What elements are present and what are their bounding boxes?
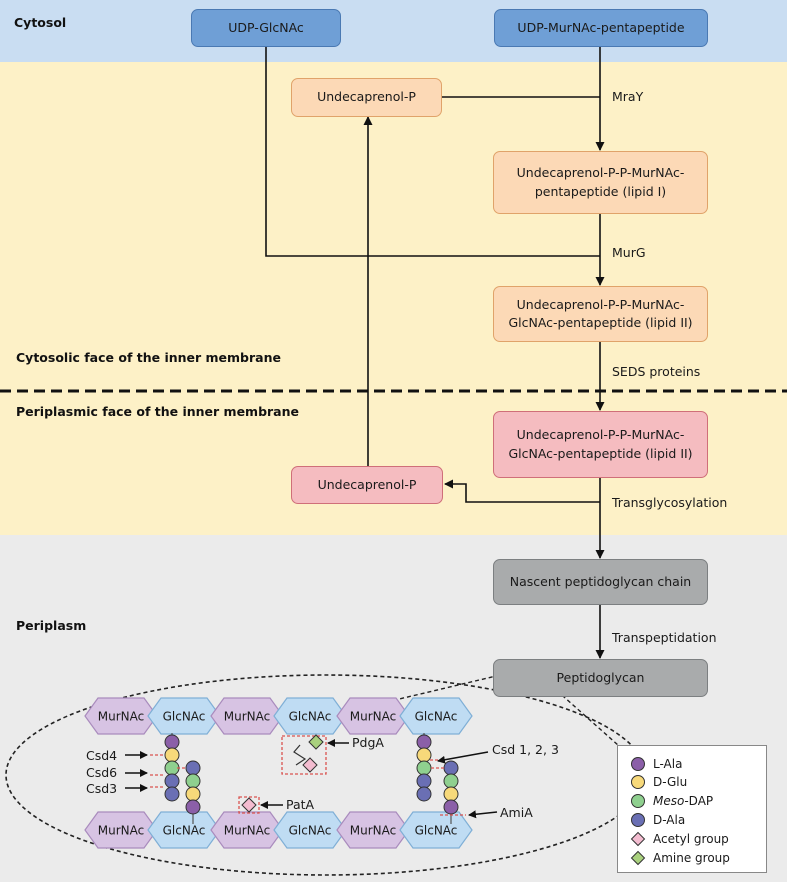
amino-acid-d-glu xyxy=(416,747,432,763)
node-undecaprenol-p-bottom: Undecaprenol-P xyxy=(291,466,443,504)
enzyme-label-csd3: Csd3 xyxy=(86,781,118,796)
amine-swatch-icon xyxy=(630,850,646,866)
amino-acid-d-glu xyxy=(164,747,180,763)
legend-label-d-glu: D-Glu xyxy=(653,775,688,789)
amino-acid-d-ala xyxy=(185,760,201,776)
glcnac-hexagon xyxy=(399,811,473,849)
sugar-label: MurNAc xyxy=(350,824,396,838)
glcnac-hexagon xyxy=(399,697,473,735)
region-label-cytosol: Cytosol xyxy=(14,15,67,30)
legend-item-l-ala: L-Ala xyxy=(630,755,682,773)
node-lipid-ii-cytosolic-line1: Undecaprenol-P-P-MurNAc- xyxy=(516,296,685,312)
region-label-cytosolic-face: Cytosolic face of the inner membrane xyxy=(16,350,281,365)
enzyme-label-amia: AmiA xyxy=(500,805,533,820)
amino-acid-meso-dap xyxy=(416,760,432,776)
legend: L-Ala D-Glu Meso-DAP D-Ala Acetyl group … xyxy=(617,745,767,873)
amino-acid-l-ala xyxy=(443,799,459,815)
node-undecaprenol-p-top: Undecaprenol-P xyxy=(291,78,442,117)
sugar-label: GlcNAc xyxy=(415,710,458,724)
d-ala-swatch-icon xyxy=(631,813,645,827)
node-udp-glcnac: UDP-GlcNAc xyxy=(191,9,341,47)
amino-acid-d-ala xyxy=(164,786,180,802)
amino-acid-d-ala xyxy=(416,786,432,802)
enzyme-label-csd6: Csd6 xyxy=(86,765,118,780)
legend-item-amine: Amine group xyxy=(630,849,730,867)
amine-group-diamond xyxy=(308,734,324,750)
amino-acid-d-glu xyxy=(443,786,459,802)
step-label-murg: MurG xyxy=(612,245,646,260)
node-lipid-i-line2: pentapeptide (lipid I) xyxy=(534,183,667,199)
step-label-transglycosylation: Transglycosylation xyxy=(612,495,728,510)
sugar-label: GlcNAc xyxy=(415,824,458,838)
amino-acid-l-ala xyxy=(164,734,180,750)
acetyl-group-diamond xyxy=(302,757,318,773)
pdga-modification xyxy=(281,734,349,775)
amino-acid-meso-dap xyxy=(443,773,459,789)
glycan-strand-bottom: MurNAc GlcNAc MurNAc GlcNAc MurNAc GlcNAc xyxy=(84,811,473,849)
sugar-label: MurNAc xyxy=(98,710,144,724)
enzyme-label-csd4: Csd4 xyxy=(86,748,118,763)
amino-acid-l-ala xyxy=(185,799,201,815)
legend-label-meso-rest: -DAP xyxy=(684,794,714,808)
node-lipid-i: Undecaprenol-P-P-MurNAc- pentapeptide (l… xyxy=(493,151,708,214)
amino-acid-d-ala xyxy=(443,760,459,776)
node-lipid-ii-periplasmic-line1: Undecaprenol-P-P-MurNAc- xyxy=(516,427,685,443)
pata-modification xyxy=(238,796,283,814)
amino-acid-d-ala xyxy=(164,773,180,789)
node-lipid-ii-periplasmic-line2: GlcNAc-pentapeptide (lipid II) xyxy=(508,445,693,461)
legend-label-l-ala: L-Ala xyxy=(653,757,683,771)
sugar-label: GlcNAc xyxy=(289,824,332,838)
enzyme-label-pata: PatA xyxy=(286,797,315,812)
node-lipid-ii-cytosolic-line2: GlcNAc-pentapeptide (lipid II) xyxy=(508,315,693,330)
peptide-stem-left xyxy=(125,733,201,824)
node-nascent-peptidoglycan-chain: Nascent peptidoglycan chain xyxy=(493,559,708,605)
enzyme-label-csd123: Csd 1, 2, 3 xyxy=(492,742,559,757)
node-udp-murnac-pentapeptide: UDP-MurNAc-pentapeptide xyxy=(494,9,708,47)
sugar-label: GlcNAc xyxy=(163,824,206,838)
sugar-label: MurNAc xyxy=(350,710,396,724)
sugar-label: GlcNAc xyxy=(163,710,206,724)
glycan-strand-top: MurNAc GlcNAc MurNAc GlcNAc MurNAc GlcNAc xyxy=(84,697,473,735)
legend-label-d-ala: D-Ala xyxy=(653,813,686,827)
amino-acid-meso-dap xyxy=(185,773,201,789)
acetyl-swatch-icon xyxy=(630,831,646,847)
acetyl-group-diamond xyxy=(241,797,257,813)
node-lipid-ii-periplasmic: Undecaprenol-P-P-MurNAc- GlcNAc-pentapep… xyxy=(493,411,708,478)
node-peptidoglycan: Peptidoglycan xyxy=(493,659,708,697)
amino-acid-meso-dap xyxy=(164,760,180,776)
l-ala-swatch-icon xyxy=(631,757,645,771)
legend-item-meso-dap: Meso-DAP xyxy=(630,792,713,810)
legend-item-d-ala: D-Ala xyxy=(630,811,685,829)
amino-acid-d-glu xyxy=(185,786,201,802)
region-label-periplasm: Periplasm xyxy=(16,618,87,633)
step-label-seds: SEDS proteins xyxy=(612,364,701,379)
d-glu-swatch-icon xyxy=(631,775,645,789)
step-label-transpeptidation: Transpeptidation xyxy=(612,630,717,645)
sugar-label: MurNAc xyxy=(224,710,270,724)
legend-item-acetyl: Acetyl group xyxy=(630,830,729,848)
sugar-label: MurNAc xyxy=(98,824,144,838)
node-lipid-ii-cytosolic: Undecaprenol-P-P-MurNAc- GlcNAc-pentapep… xyxy=(493,286,708,342)
step-label-mray: MraY xyxy=(612,89,644,104)
legend-item-d-glu: D-Glu xyxy=(630,773,687,791)
legend-label-acetyl: Acetyl group xyxy=(653,832,729,846)
node-lipid-i-line1: Undecaprenol-P-P-MurNAc- xyxy=(516,165,685,181)
amino-acid-d-ala xyxy=(416,773,432,789)
meso-dap-swatch-icon xyxy=(631,794,645,808)
enzyme-label-pdga: PdgA xyxy=(352,735,384,750)
legend-label-meso-italic: Meso xyxy=(653,794,685,808)
sugar-label: GlcNAc xyxy=(289,710,332,724)
peptide-stem-right xyxy=(416,733,498,824)
sugar-label: MurNAc xyxy=(224,824,270,838)
amino-acid-l-ala xyxy=(416,734,432,750)
legend-label-amine: Amine group xyxy=(653,851,730,865)
region-label-periplasmic-face: Periplasmic face of the inner membrane xyxy=(16,404,299,419)
